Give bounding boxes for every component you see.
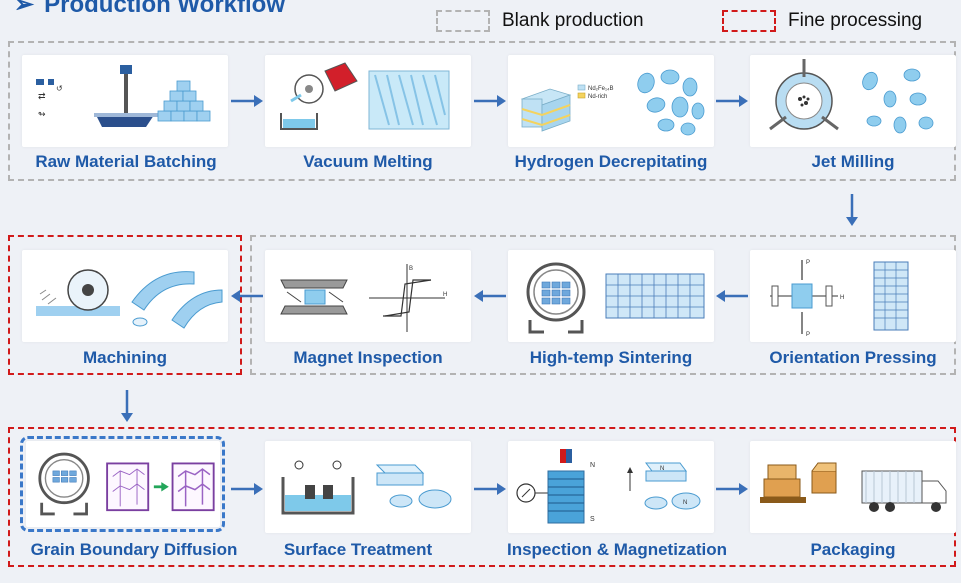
saw-icon — [36, 269, 120, 316]
arrow-right-icon — [231, 95, 263, 107]
arc-segments-icon — [131, 271, 223, 329]
plating-bath-icon — [281, 460, 355, 515]
svg-text:P: P — [806, 260, 810, 266]
arrow-bullet-icon: ➢ — [14, 0, 35, 18]
svg-text:↺: ↺ — [56, 84, 63, 93]
svg-text:↬: ↬ — [38, 109, 46, 119]
label-hydrogen-decrepitating: Hydrogen Decrepitating — [514, 152, 708, 171]
label-raw-material-batching: Raw Material Batching — [35, 152, 217, 171]
aligned-grains-icon — [873, 261, 909, 331]
ingot-icon — [368, 70, 450, 130]
crystal-layers-icon: Nd₂Fe₁₄B Nd-rich — [520, 84, 613, 132]
arrow-right-icon — [474, 483, 506, 495]
arrow-left-icon — [716, 290, 748, 302]
diffusion-highlight — [20, 436, 225, 532]
truck-icon — [861, 470, 947, 512]
card-machining — [22, 250, 228, 342]
arrow-right-icon — [716, 483, 748, 495]
red-dashed-swatch — [722, 10, 776, 32]
label-packaging: Packaging — [810, 540, 896, 559]
card-grain-boundary-diffusion — [26, 441, 220, 527]
svg-text:N: N — [660, 466, 664, 472]
label-vacuum-melting: Vacuum Melting — [303, 152, 433, 171]
card-surface-treatment — [265, 441, 471, 533]
legend-fine: Fine processing — [722, 8, 922, 34]
legend-fine-label: Fine processing — [788, 10, 923, 31]
arrow-right-icon — [231, 483, 263, 495]
card-hydrogen-decrepitating: Nd₂Fe₁₄B Nd-rich — [508, 55, 714, 147]
arrow-down-icon — [121, 390, 133, 422]
pallet-boxes-icon — [760, 462, 837, 503]
svg-text:H: H — [840, 295, 844, 301]
scale-icon: ⇄ ↺ ↬ — [36, 65, 158, 127]
svg-text:Nd-rich: Nd-rich — [588, 94, 607, 100]
arrow-down-icon — [846, 194, 858, 226]
label-machining: Machining — [82, 348, 168, 367]
label-high-temp-sintering: High-temp Sintering — [529, 348, 693, 367]
press-clamp-icon — [280, 279, 348, 315]
card-orientation-pressing: P P H — [750, 250, 956, 342]
gray-dashed-swatch — [436, 10, 490, 32]
furnace-icon — [38, 452, 90, 516]
svg-text:N: N — [683, 500, 687, 506]
blocks-icon — [157, 80, 211, 122]
arrow-left-icon — [474, 290, 506, 302]
label-grain-boundary-diffusion: Grain Boundary Diffusion — [30, 540, 238, 559]
magnet-pieces-icon: N N — [627, 462, 701, 510]
label-surface-treatment: Surface Treatment — [283, 540, 433, 559]
page-title: ➢ Production Workflow — [14, 0, 285, 19]
svg-text:P: P — [806, 332, 810, 338]
jet-mill-icon — [769, 59, 839, 131]
hexagon-grains-icon — [106, 462, 215, 512]
powder-flakes-icon — [862, 68, 934, 134]
arrow-right-icon — [474, 95, 506, 107]
coated-parts-icon — [375, 464, 452, 509]
label-magnet-inspection: Magnet Inspection — [293, 348, 443, 367]
arrow-left-icon — [231, 290, 263, 302]
card-vacuum-melting — [265, 55, 471, 147]
legend-blank: Blank production — [436, 8, 644, 34]
arrow-right-icon — [716, 95, 748, 107]
card-raw-material-batching: ⇄ ↺ ↬ — [22, 55, 228, 147]
card-high-temp-sintering — [508, 250, 714, 342]
hysteresis-icon: BH — [369, 264, 447, 332]
sintered-grains-icon — [605, 273, 705, 319]
label-orientation-pressing: Orientation Pressing — [769, 348, 937, 367]
fine-processing-group-machining — [8, 235, 242, 375]
card-jet-milling — [750, 55, 956, 147]
powder-flakes-icon — [637, 69, 705, 136]
svg-text:B: B — [409, 266, 413, 272]
svg-text:N: N — [590, 462, 595, 469]
title-text: Production Workflow — [44, 0, 285, 18]
card-packaging — [750, 441, 956, 533]
furnace-icon — [526, 262, 586, 334]
svg-text:S: S — [590, 516, 595, 523]
svg-text:Nd₂Fe₁₄B: Nd₂Fe₁₄B — [588, 86, 613, 92]
label-inspection-magnetization: Inspection & Magnetization — [506, 540, 728, 559]
magnetizer-coil-icon: NS — [516, 449, 595, 524]
crucible-icon — [280, 62, 358, 130]
label-jet-milling: Jet Milling — [811, 152, 895, 171]
svg-text:H: H — [443, 292, 447, 298]
legend-blank-label: Blank production — [502, 10, 644, 31]
press-field-icon: P P H — [770, 260, 844, 338]
svg-text:⇄: ⇄ — [38, 91, 46, 101]
